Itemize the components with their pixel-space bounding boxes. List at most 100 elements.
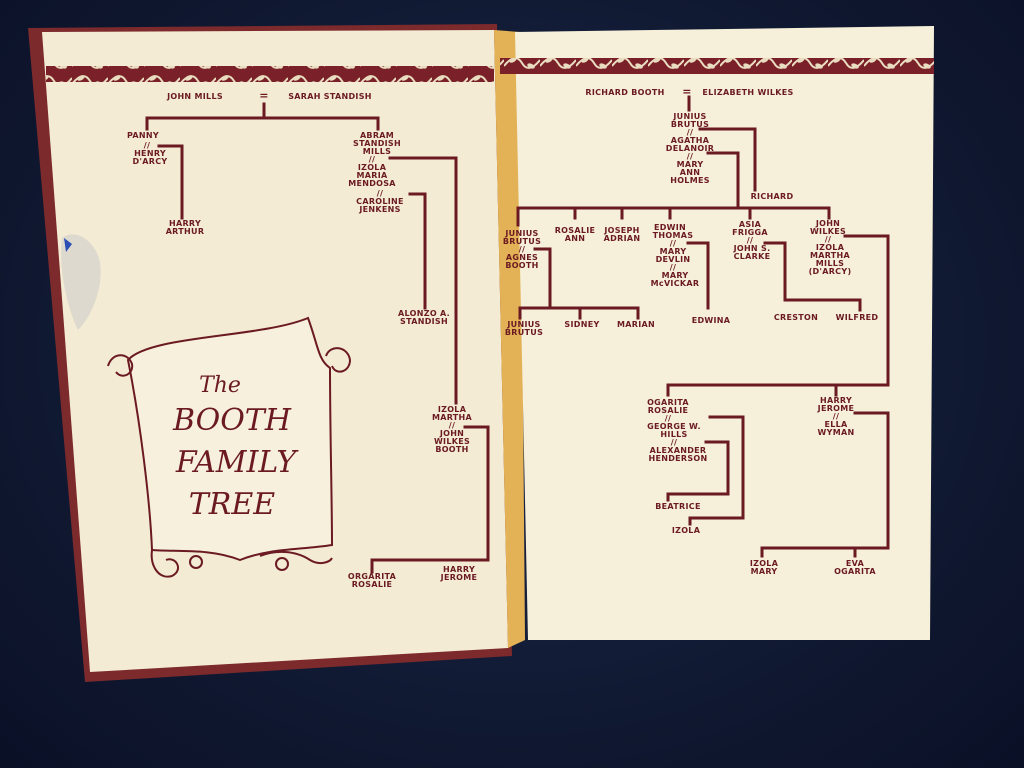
name-john-mills: JOHN MILLS	[166, 92, 223, 101]
title-scroll	[107, 316, 352, 578]
name-sarah-standish: SARAH STANDISH	[288, 92, 372, 101]
marriage-mark: //	[665, 414, 671, 423]
left-tree-lines	[145, 102, 490, 574]
name-izola: IZOLA	[358, 163, 387, 172]
name-martha-2: MARTHA	[810, 251, 851, 260]
name-sidney: SIDNEY	[564, 320, 599, 329]
marriage-mark: //	[687, 128, 693, 137]
name-darcy: D'ARCY	[133, 157, 168, 166]
name-brutus-2: BRUTUS	[503, 237, 541, 246]
name-john: JOHN	[439, 429, 464, 438]
name-john-s: JOHN S.	[733, 244, 771, 253]
title-tree: TREE	[189, 487, 275, 522]
marriage-mark: //	[449, 421, 455, 430]
name-caroline: CAROLINE	[356, 197, 404, 206]
ink-mark	[64, 238, 72, 252]
marriage-mark: //	[144, 141, 150, 150]
marriage-mark: //	[671, 438, 677, 447]
title-family: FAMILY	[175, 445, 299, 480]
name-jenkens: JENKENS	[358, 205, 400, 214]
name-izola-4: IZOLA	[672, 526, 701, 535]
marriage-mark: //	[825, 235, 831, 244]
name-ogarita-2: OGARITA	[834, 567, 876, 576]
tape-mark	[61, 234, 101, 330]
name-booth: BOOTH	[435, 445, 468, 454]
name-junius-3: JUNIUS	[506, 320, 540, 329]
name-mendosa: MENDOSA	[348, 179, 396, 188]
name-mary-3: MARY	[662, 271, 689, 280]
marriage-equals: =	[259, 89, 269, 102]
name-joseph: JOSEPH	[603, 226, 639, 235]
right-border-ornament	[500, 58, 934, 74]
title-the: The	[199, 373, 241, 398]
name-junius: JUNIUS	[672, 112, 706, 121]
right-page	[515, 26, 934, 640]
marriage-mark: //	[670, 239, 676, 248]
name-wilkes-2: WILKES	[810, 227, 846, 236]
title-booth: BOOTH	[172, 403, 292, 438]
name-mcvickar: McVICKAR	[651, 279, 700, 288]
name-alonzo: ALONZO A.	[398, 309, 450, 318]
marriage-mark: //	[833, 412, 839, 421]
name-martha: MARTHA	[432, 413, 473, 422]
name-delanoir: DELANOIR	[666, 144, 714, 153]
name-abram: ABRAM	[360, 131, 394, 140]
name-devlin: DEVLIN	[656, 255, 691, 264]
name-mary-4: MARY	[751, 567, 778, 576]
name-beatrice: BEATRICE	[655, 502, 700, 511]
name-harry-2: HARRY	[443, 565, 475, 574]
name-standish: STANDISH	[353, 139, 401, 148]
marriage-equals: =	[682, 85, 692, 98]
marriage-mark: //	[670, 263, 676, 272]
name-arthur: ARTHUR	[166, 227, 205, 236]
marriage-mark: //	[687, 152, 693, 161]
name-rosalie-3: ROSALIE	[648, 406, 689, 415]
name-jerome-2: JEROME	[817, 404, 855, 413]
name-alexander: ALEXANDER	[650, 446, 707, 455]
name-adrian: ADRIAN	[604, 234, 641, 243]
name-harry: HARRY	[169, 219, 201, 228]
name-mills-2: MILLS	[816, 259, 844, 268]
marriage-mark: //	[519, 245, 525, 254]
name-thomas: THOMAS	[653, 231, 694, 240]
name-clarke: CLARKE	[734, 252, 771, 261]
name-booth-2: BOOTH	[505, 261, 538, 270]
name-brutus: BRUTUS	[671, 120, 709, 129]
name-izola-5: IZOLA	[750, 559, 779, 568]
marriage-mark: //	[377, 189, 383, 198]
name-henderson: HENDERSON	[648, 454, 707, 463]
name-panny: PANNY	[127, 131, 159, 140]
name-john-2: JOHN	[815, 219, 840, 228]
name-wyman: WYMAN	[818, 428, 855, 437]
name-junius-2: JUNIUS	[504, 229, 538, 238]
right-tree-lines	[516, 95, 890, 558]
name-edwina: EDWINA	[692, 316, 731, 325]
name-harry-3: HARRY	[820, 396, 852, 405]
marriage-mark: //	[369, 155, 375, 164]
name-holmes: HOLMES	[670, 176, 710, 185]
name-agatha: AGATHA	[671, 136, 710, 145]
name-mary: MARY	[677, 160, 704, 169]
name-george-w: GEORGE W.	[647, 422, 701, 431]
name-jerome: JEROME	[440, 573, 478, 582]
name-ogarita: OGARITA	[647, 398, 689, 407]
name-mills: MILLS	[363, 147, 391, 156]
name-standish-2: STANDISH	[400, 317, 448, 326]
marriage-mark: //	[747, 236, 753, 245]
name-izola-3: IZOLA	[816, 243, 845, 252]
name-frigga: FRIGGA	[732, 228, 768, 237]
name-ann: ANN	[680, 168, 700, 177]
name-eva: EVA	[846, 559, 865, 568]
name-ann-2: ANN	[565, 234, 585, 243]
name-wilkes: WILKES	[434, 437, 470, 446]
name-izola-2: IZOLA	[438, 405, 467, 414]
name-rosalie-2: ROSALIE	[555, 226, 596, 235]
name-brutus-3: BRUTUS	[505, 328, 543, 337]
name-hills: HILLS	[660, 430, 687, 439]
name-marian: MARIAN	[617, 320, 655, 329]
book-spine-gap	[494, 30, 525, 648]
name-ella: ELLA	[824, 420, 848, 429]
name-richard-booth: RICHARD BOOTH	[585, 88, 664, 97]
name-richard: RICHARD	[751, 192, 794, 201]
